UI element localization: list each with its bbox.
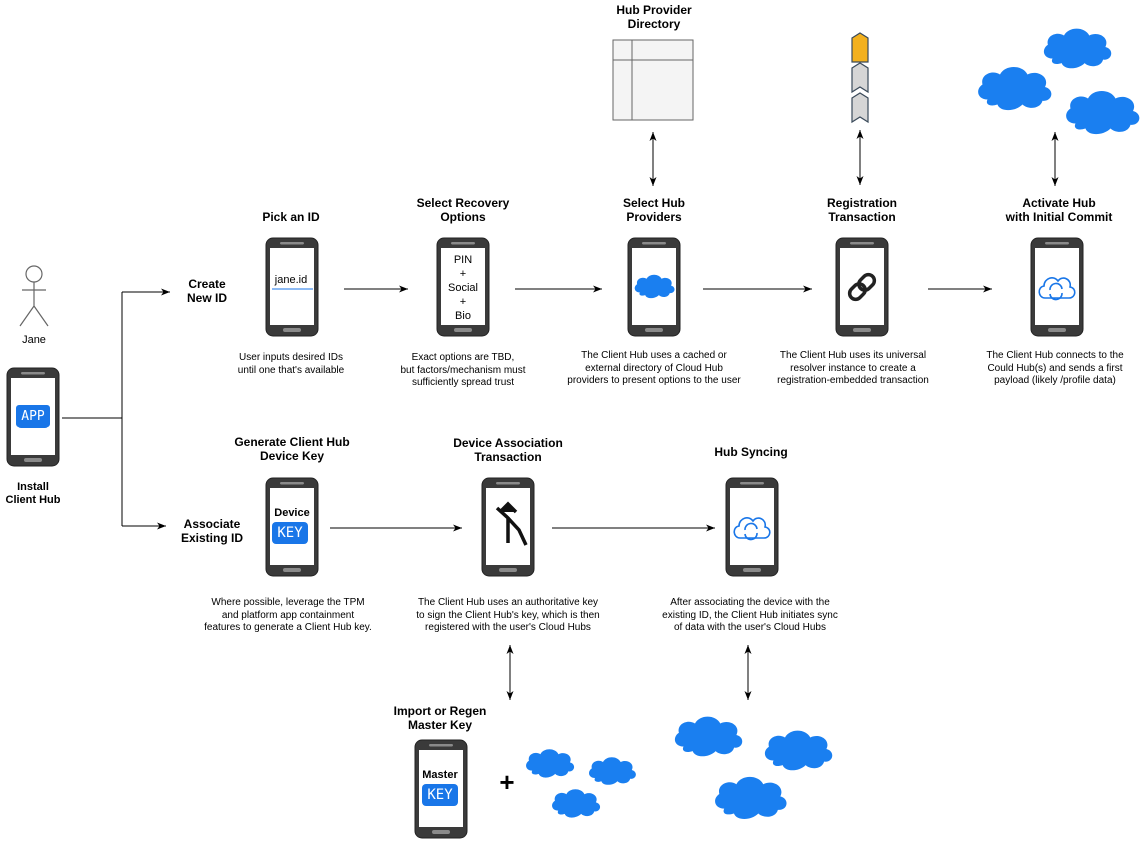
pick-id-phone: [265, 237, 319, 337]
recovery-screen-text: PIN + Social + Bio: [448, 254, 478, 322]
directory-table-icon: [612, 39, 694, 121]
pick-id-title: Pick an ID: [262, 210, 320, 224]
chain-link-icon: [847, 272, 877, 302]
association-description: The Client Hub uses an authoritative key…: [416, 597, 600, 633]
master-key-badge: KEY: [422, 784, 458, 806]
connectors: [62, 130, 1059, 700]
recovery-description: Exact options are TBD,but factors/mechan…: [400, 352, 526, 388]
plus-sign: +: [499, 767, 515, 797]
cloud-hubs-cluster-bottom-right: [674, 716, 833, 819]
cloud-hubs-cluster-top: [978, 28, 1140, 135]
device-key-screen-label: Device: [274, 507, 310, 519]
syncing-title: Hub Syncing: [714, 445, 788, 459]
activate-hub-phone: [1030, 237, 1084, 337]
hub-providers-phone: [627, 237, 681, 337]
master-key-screen-label: Master: [422, 769, 458, 781]
hub-syncing-phone: [725, 477, 779, 577]
device-key-badge: KEY: [272, 522, 308, 544]
cloud-hubs-cluster-bottom-left: [526, 749, 636, 818]
actor-name: Jane: [22, 334, 46, 346]
cloud-sync-icon: [1038, 277, 1076, 301]
pick-id-screen-text: jane.id: [274, 274, 308, 286]
blockchain-tags-icon: [851, 32, 869, 124]
user-stick-figure-icon: [19, 265, 49, 327]
cloud-sync-icon: [733, 517, 771, 541]
app-badge: APP: [17, 406, 49, 428]
merge-arrow-icon: [495, 501, 528, 546]
registration-phone: [835, 237, 889, 337]
association-phone: [481, 477, 535, 577]
